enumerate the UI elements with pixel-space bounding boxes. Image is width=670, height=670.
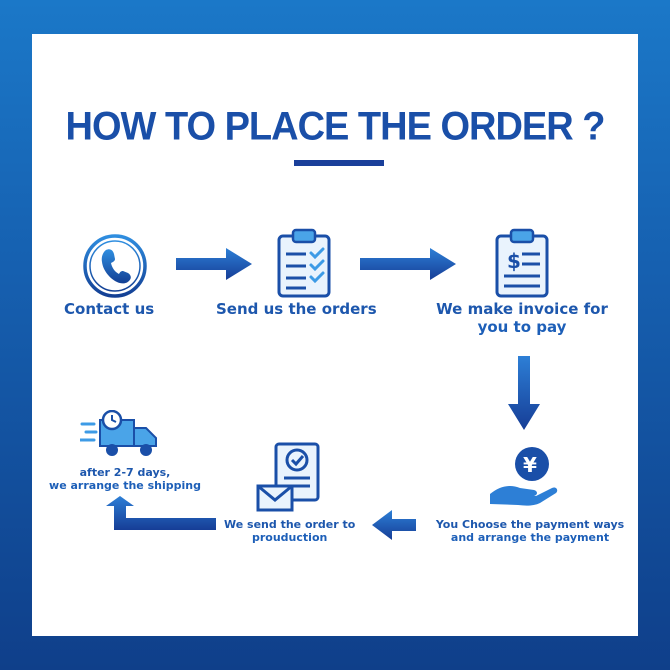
step-invoice-label: We make invoice for you to pay	[426, 300, 618, 336]
step-shipping-label: after 2-7 days, we arrange the shipping	[40, 466, 210, 492]
arrow-up-elbow-icon	[106, 496, 216, 532]
delivery-truck-icon	[80, 410, 162, 460]
step-payment-label: You Choose the payment ways and arrange …	[426, 518, 634, 544]
step-invoice-line1: We make invoice for	[436, 300, 608, 318]
step-invoice-line2: you to pay	[477, 318, 567, 336]
yen-payment-hand-icon: ¥	[488, 444, 564, 508]
arrow-left-icon	[372, 510, 416, 540]
step-send-orders-label: Send us the orders	[216, 300, 377, 318]
content-card	[32, 34, 638, 636]
step-production-label: We send the order to prouduction	[224, 518, 355, 544]
phone-icon	[82, 233, 148, 299]
step-payment-line1: You Choose the payment ways	[435, 518, 625, 531]
step-production-line2: prouduction	[252, 531, 328, 544]
step-shipping-line1: after 2-7 days,	[79, 466, 171, 479]
page-title: HOW TO PLACE THE ORDER ?	[65, 104, 606, 150]
arrow-right-icon	[176, 248, 252, 280]
step-contact-label: Contact us	[64, 300, 155, 318]
document-mail-icon	[256, 440, 322, 516]
title-underline	[294, 160, 384, 166]
step-payment-line2: and arrange the payment	[450, 531, 610, 544]
svg-text:¥: ¥	[523, 453, 537, 477]
step-production-line1: We send the order to	[224, 518, 356, 531]
invoice-icon: $	[494, 228, 550, 298]
step-shipping-line2: we arrange the shipping	[49, 479, 201, 492]
arrow-down-icon	[508, 356, 540, 430]
clipboard-checklist-icon	[276, 228, 332, 298]
svg-text:$: $	[507, 249, 521, 273]
arrow-right-icon	[360, 248, 456, 280]
